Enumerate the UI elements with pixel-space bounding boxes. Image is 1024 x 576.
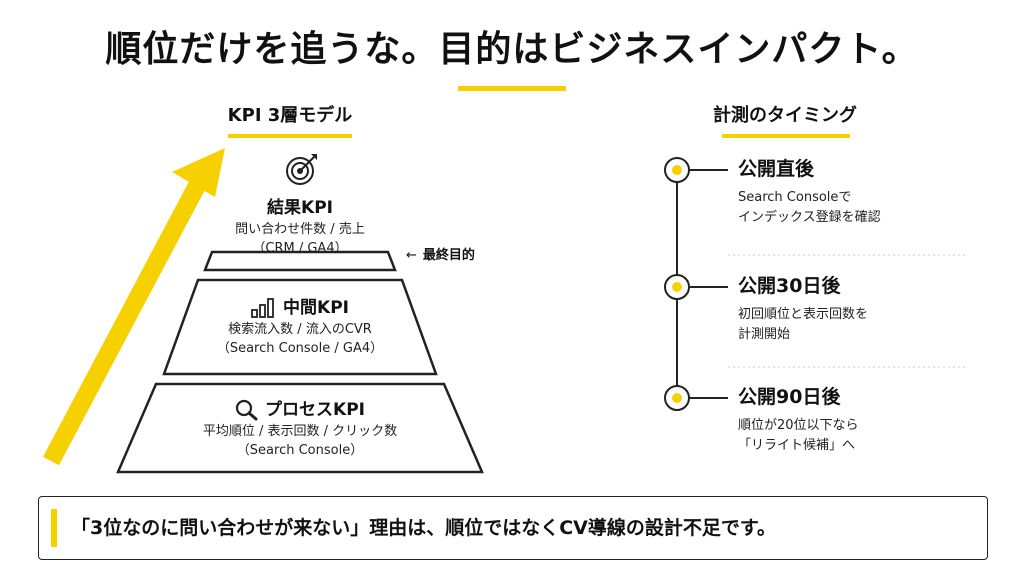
timeline-title: 公開90日後: [738, 386, 841, 408]
timeline-item-30days: 公開30日後 初回順位と表示回数を 計測開始: [738, 273, 868, 345]
final-goal-label: ← 最終目的: [406, 244, 475, 263]
tier-middle: 中間KPI 検索流入数 / 流入のCVR （Search Console / G…: [180, 296, 420, 358]
tier-process: プロセスKPI 平均順位 / 表示回数 / クリック数 （Search Cons…: [160, 398, 440, 460]
tier-desc: 問い合わせ件数 / 売上: [235, 222, 365, 237]
headline-underline: [458, 86, 566, 91]
timeline-desc-line: 順位が20位以下なら: [738, 418, 859, 433]
timing-title: 計測のタイミング: [713, 105, 857, 126]
kpi-model-title: KPI 3層モデル: [227, 105, 353, 126]
timeline-item-immediate: 公開直後 Search Consoleで インデックス登録を確認: [738, 156, 881, 228]
tier-source: （Search Console / GA4）: [216, 341, 384, 356]
timeline-desc-line: Search Consoleで: [738, 190, 852, 205]
growth-arrow: [43, 148, 225, 466]
bottom-accent-bar: [51, 509, 57, 547]
headline: 順位だけを追うな。目的はビジネスインパクト。: [105, 29, 919, 70]
pyramid-top: [203, 250, 397, 272]
tier-source: （Search Console）: [236, 443, 364, 458]
tier-title: プロセスKPI: [265, 400, 365, 420]
timeline-graphics: [664, 157, 965, 411]
magnifier-icon: [235, 399, 258, 421]
timeline-desc-line: インデックス登録を確認: [738, 210, 881, 225]
tier-result: 結果KPI 問い合わせ件数 / 売上 （CRM / GA4）: [200, 196, 400, 258]
timeline-desc-line: 「リライト候補」へ: [738, 438, 856, 453]
bar-chart-icon: [251, 298, 274, 318]
bottom-message-box: 「3位なのに問い合わせが来ない」理由は、順位ではなくCV導線の設計不足です。: [38, 496, 988, 560]
pyramid-middle: [162, 278, 438, 376]
kpi-model-title-underline: [228, 134, 352, 138]
left-arrow-icon: ←: [406, 248, 417, 263]
timeline-desc-line: 初回順位と表示回数を: [738, 307, 869, 322]
tier-desc: 平均順位 / 表示回数 / クリック数: [202, 424, 398, 439]
tier-title: 結果KPI: [267, 198, 333, 218]
tier-desc: 検索流入数 / 流入のCVR: [228, 322, 372, 337]
target-icon: [286, 154, 317, 185]
timeline-item-90days: 公開90日後 順位が20位以下なら 「リライト候補」へ: [738, 384, 859, 456]
timeline-title: 公開30日後: [738, 275, 841, 297]
timeline-desc-line: 計測開始: [738, 327, 791, 342]
tier-title: 中間KPI: [283, 298, 349, 318]
timeline-node-dot: [672, 393, 682, 403]
timeline-title: 公開直後: [738, 158, 815, 180]
bottom-message: 「3位なのに問い合わせが来ない」理由は、順位ではなくCV導線の設計不足です。: [71, 517, 776, 539]
timeline-node-dot: [672, 165, 682, 175]
timing-title-underline: [722, 134, 850, 138]
pyramid: [116, 250, 484, 474]
timeline-node-dot: [672, 282, 682, 292]
final-goal-text: 最終目的: [422, 248, 475, 263]
pyramid-bottom: [116, 382, 484, 474]
tier-source: （CRM / GA4）: [252, 241, 348, 256]
